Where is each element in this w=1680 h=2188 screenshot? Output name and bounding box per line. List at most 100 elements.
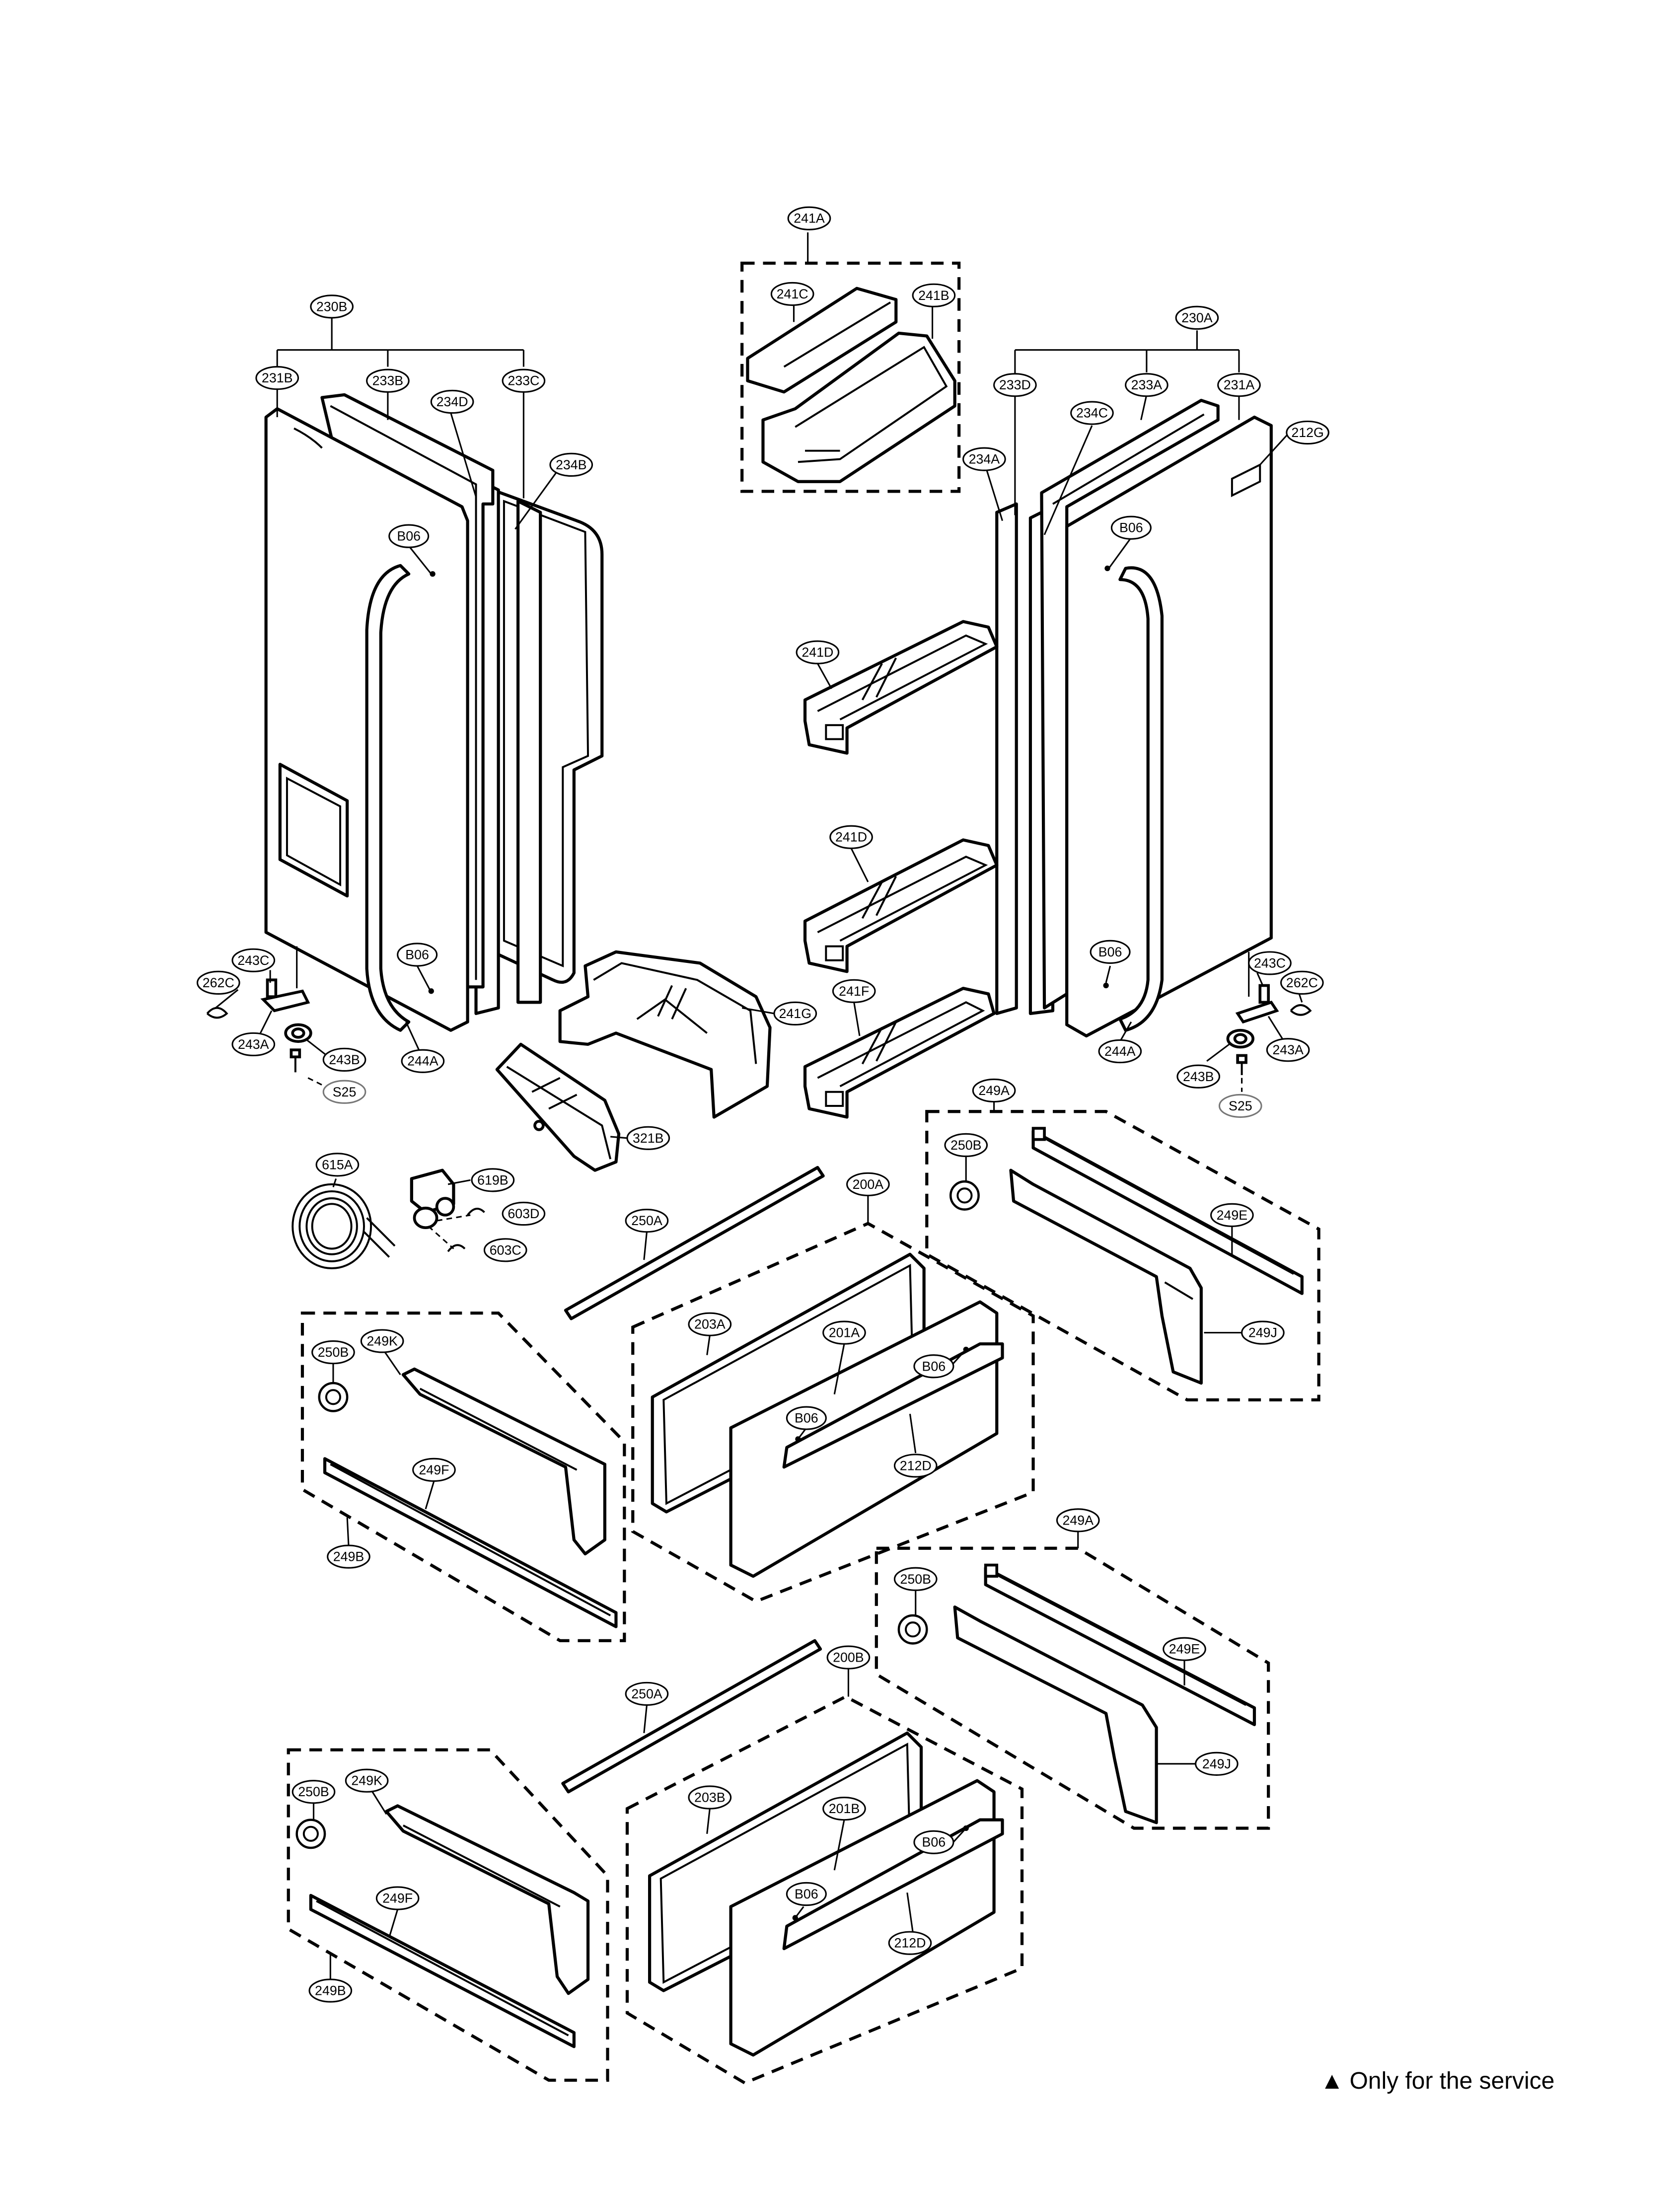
right-hinge-parts — [1206, 951, 1312, 1092]
callout-262C-left: 262C — [196, 970, 240, 995]
svg-text:249K: 249K — [366, 1334, 398, 1349]
svg-text:243C: 243C — [1254, 955, 1286, 970]
svg-text:B06: B06 — [1119, 520, 1143, 535]
callout-234A: 234A — [962, 447, 1006, 471]
svg-text:249K: 249K — [351, 1773, 382, 1788]
callout-249E-lower: 249E — [1163, 1637, 1206, 1661]
drawer-assembly-200A — [564, 1166, 1035, 1604]
callout-200B: 200B — [826, 1645, 871, 1670]
svg-text:200B: 200B — [833, 1650, 864, 1665]
left-hinge-parts — [206, 946, 331, 1090]
svg-text:201B: 201B — [829, 1801, 860, 1816]
svg-text:212D: 212D — [894, 1936, 926, 1951]
svg-text:249E: 249E — [1217, 1208, 1248, 1223]
callout-S25-left: S25 — [322, 1080, 366, 1104]
callout-B06-right-bottom: B06 — [1090, 940, 1131, 964]
callout-200A: 200A — [846, 1172, 890, 1196]
callout-250A-lower: 250A — [625, 1681, 669, 1706]
svg-text:231A: 231A — [1224, 377, 1255, 392]
svg-text:244A: 244A — [407, 1054, 438, 1069]
drawer-assembly-200B — [561, 1639, 1024, 2085]
callout-250B-lower-left: 250B — [292, 1780, 336, 1804]
svg-text:203B: 203B — [694, 1790, 726, 1805]
svg-text:233D: 233D — [999, 377, 1031, 392]
callout-234B: 234B — [549, 452, 593, 477]
svg-text:201A: 201A — [829, 1325, 860, 1340]
svg-text:212G: 212G — [1291, 425, 1323, 440]
legend-text: Only for the service — [1350, 2068, 1555, 2094]
svg-text:249B: 249B — [315, 1983, 346, 1998]
basket-assembly-241A — [740, 232, 961, 493]
callout-B06-drawer-b-left: B06 — [786, 1882, 827, 1906]
callout-243C-left: 243C — [231, 948, 276, 972]
svg-text:321B: 321B — [633, 1131, 664, 1146]
callout-241B: 241B — [912, 283, 956, 307]
svg-text:243C: 243C — [237, 953, 269, 968]
callout-243B-left: 243B — [322, 1047, 366, 1072]
callout-241D-middle: 241D — [829, 825, 873, 849]
svg-text:250B: 250B — [900, 1572, 931, 1587]
callout-B06-right-top: B06 — [1110, 515, 1152, 540]
left-door-assembly-230B — [264, 316, 604, 1059]
callout-244A-left: 244A — [401, 1049, 445, 1073]
callout-244A-right: 244A — [1098, 1039, 1142, 1064]
svg-text:619B: 619B — [477, 1172, 509, 1187]
callout-250A-upper: 250A — [625, 1209, 669, 1233]
svg-text:249F: 249F — [382, 1891, 413, 1905]
legend-marker-icon: ▲ — [1320, 2068, 1343, 2094]
callout-249K-upper: 249K — [360, 1329, 404, 1353]
svg-text:241F: 241F — [839, 984, 869, 999]
svg-text:249B: 249B — [333, 1549, 365, 1564]
callout-241A: 241A — [787, 206, 831, 230]
svg-text:233C: 233C — [508, 373, 539, 388]
svg-text:249J: 249J — [1248, 1325, 1277, 1340]
svg-text:241D: 241D — [802, 645, 833, 660]
callout-234D: 234D — [430, 389, 474, 414]
callout-250B-upper-left: 250B — [311, 1340, 355, 1365]
callout-230A: 230A — [1175, 305, 1219, 330]
svg-text:B06: B06 — [1098, 945, 1122, 959]
callout-249J-lower: 249J — [1195, 1751, 1239, 1776]
water-line-parts — [292, 1168, 485, 1269]
callout-243C-right: 243C — [1248, 951, 1292, 975]
callout-249F-upper: 249F — [412, 1458, 456, 1482]
callout-201A: 201A — [822, 1320, 866, 1345]
svg-text:250A: 250A — [631, 1686, 662, 1701]
svg-text:249J: 249J — [1202, 1756, 1231, 1771]
svg-text:234D: 234D — [437, 394, 468, 409]
callout-212D-lower: 212D — [888, 1931, 932, 1955]
svg-text:230A: 230A — [1181, 310, 1213, 325]
svg-text:233B: 233B — [372, 373, 404, 388]
svg-text:262C: 262C — [1286, 975, 1318, 990]
legend: ▲ Only for the service — [1320, 2068, 1554, 2094]
svg-text:244A: 244A — [1104, 1044, 1136, 1059]
callout-249A-lower: 249A — [1056, 1508, 1100, 1532]
svg-text:250B: 250B — [318, 1345, 349, 1360]
svg-text:249A: 249A — [978, 1083, 1010, 1098]
svg-text:615A: 615A — [322, 1157, 353, 1172]
svg-text:243B: 243B — [329, 1052, 360, 1067]
callout-241C: 241C — [770, 282, 814, 306]
callout-B06-drawer-a-right: B06 — [913, 1354, 954, 1379]
svg-text:603D: 603D — [508, 1206, 539, 1221]
svg-text:S25: S25 — [333, 1085, 357, 1099]
rail-group-lower-left — [287, 1748, 609, 2082]
svg-text:234A: 234A — [969, 452, 1000, 467]
callout-249B-lower: 249B — [308, 1978, 353, 2003]
callout-243A-right: 243A — [1266, 1038, 1310, 1062]
callout-B06-left-bottom: B06 — [397, 943, 438, 967]
callout-S25-right: S25 — [1218, 1094, 1262, 1118]
callout-241D-upper: 241D — [796, 640, 840, 664]
svg-text:B06: B06 — [795, 1411, 818, 1426]
callout-262C-right: 262C — [1280, 970, 1324, 995]
callout-250B-upper-right: 250B — [944, 1133, 988, 1157]
svg-text:243A: 243A — [238, 1037, 269, 1052]
callout-233D: 233D — [993, 373, 1037, 397]
callout-231B: 231B — [255, 366, 299, 390]
svg-text:S25: S25 — [1229, 1098, 1252, 1113]
svg-text:249F: 249F — [419, 1462, 449, 1477]
svg-text:241C: 241C — [777, 287, 808, 301]
callout-249E-upper: 249E — [1210, 1203, 1254, 1227]
svg-text:249A: 249A — [1062, 1513, 1094, 1528]
callout-B06-drawer-b-right: B06 — [913, 1830, 954, 1854]
